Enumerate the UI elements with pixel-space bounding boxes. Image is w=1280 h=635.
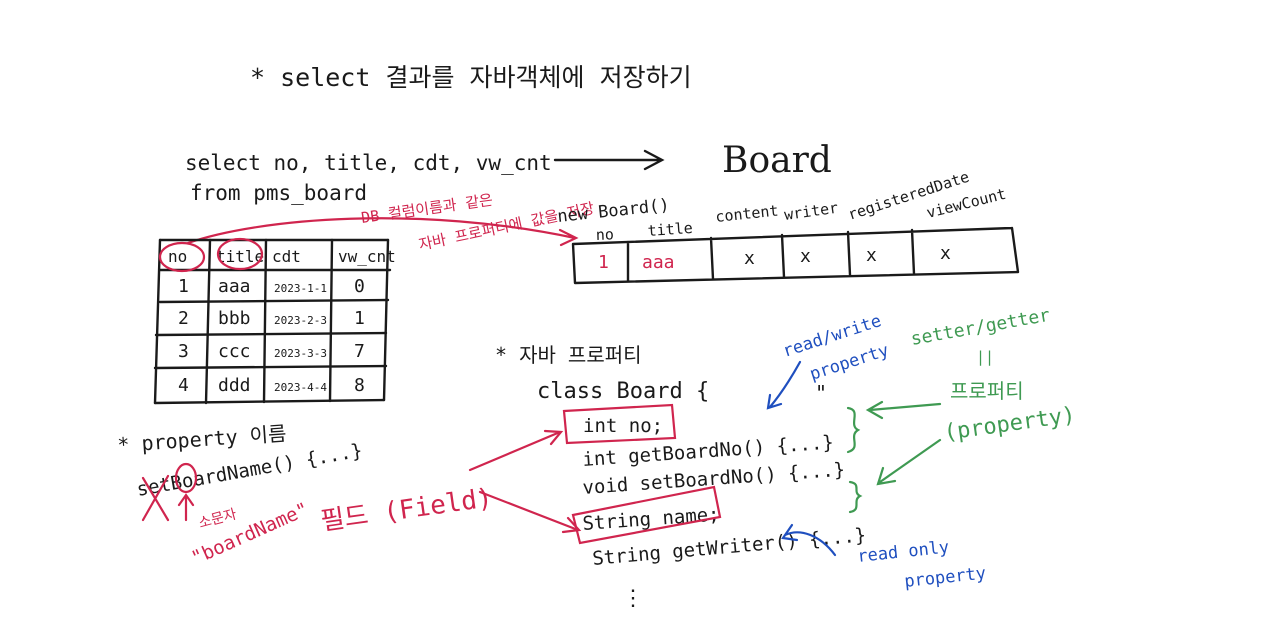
property-name-result: "boardName" bbox=[188, 498, 312, 569]
lowercase-note: 소문자 bbox=[197, 506, 239, 531]
property-name-title: * property 이름 bbox=[117, 421, 288, 457]
read-only-arrow bbox=[781, 523, 837, 557]
db-cell: 2023-4-4 bbox=[274, 381, 327, 394]
code-field-no: int no; bbox=[583, 415, 663, 437]
db-cell: 0 bbox=[354, 276, 365, 297]
java-property-title: * 자바 프로퍼티 bbox=[495, 343, 642, 367]
property-brace-2 bbox=[848, 480, 863, 514]
db-cell: aaa bbox=[218, 276, 251, 297]
board-field-value: 1 bbox=[598, 252, 609, 273]
db-cell: ddd bbox=[218, 375, 251, 396]
db-cell: 3 bbox=[178, 341, 189, 362]
read-only-label: read only bbox=[856, 537, 950, 567]
property-to-brace-arrow-1 bbox=[865, 400, 942, 420]
property-brace-1 bbox=[846, 406, 861, 454]
sql-to-board-arrow bbox=[553, 149, 665, 171]
db-cell: 4 bbox=[178, 375, 189, 396]
db-header-title: title bbox=[216, 247, 264, 266]
board-field-value: aaa bbox=[642, 252, 675, 273]
sql-line-2: from pms_board bbox=[190, 181, 367, 205]
property-kr-label: 프로퍼티 bbox=[950, 379, 1024, 403]
board-field-values: 1 aaa x x x x bbox=[598, 243, 951, 273]
heading: * select 결과를 자바객체에 저장하기 bbox=[250, 63, 692, 92]
board-field-name: title bbox=[647, 219, 693, 240]
field-name-box bbox=[571, 485, 722, 545]
db-cell: ccc bbox=[218, 341, 251, 362]
db-cell: 2023-2-3 bbox=[274, 314, 327, 327]
db-cell: 1 bbox=[354, 308, 365, 329]
field-to-name-arrow bbox=[478, 490, 582, 534]
board-field-value: x bbox=[744, 248, 755, 269]
db-cell: 7 bbox=[354, 341, 365, 362]
board-field-name: no bbox=[596, 225, 615, 244]
db-cell: 2023-3-3 bbox=[274, 347, 327, 360]
board-title: Board bbox=[722, 140, 832, 181]
read-write-arrow bbox=[766, 360, 802, 410]
property-to-brace-arrow-2 bbox=[876, 438, 942, 486]
db-header-no: no bbox=[168, 247, 187, 266]
title-header-circle bbox=[216, 237, 264, 271]
b-circle bbox=[174, 462, 198, 494]
board-field-name: writer bbox=[783, 199, 839, 224]
db-table-cells: no title cdt vw_cnt 1 aaa 2023-1-1 0 2 bbb 2023-2-… bbox=[168, 247, 396, 396]
set-crossout bbox=[141, 474, 170, 522]
db-cell: 8 bbox=[354, 375, 365, 396]
field-to-no-arrow bbox=[468, 429, 564, 472]
field-no-box bbox=[562, 403, 677, 445]
board-field-value: x bbox=[800, 246, 811, 267]
sql-line-1: select no, title, cdt, vw_cnt bbox=[185, 151, 552, 175]
equals-mark: || bbox=[976, 348, 994, 366]
field-label: 필드 (Field) bbox=[319, 483, 495, 537]
db-cell: 1 bbox=[178, 276, 189, 297]
db-header-cdt: cdt bbox=[272, 247, 301, 266]
db-cell: 2023-1-1 bbox=[274, 282, 327, 295]
no-header-circle bbox=[158, 241, 206, 273]
read-only-property-label: property bbox=[903, 564, 987, 592]
db-header-vw_cnt: vw_cnt bbox=[338, 247, 396, 266]
code-ellipsis: ⋮ bbox=[622, 586, 644, 611]
db-cell: bbb bbox=[218, 308, 251, 329]
class-declaration: class Board { bbox=[537, 379, 709, 404]
db-cell: 2 bbox=[178, 308, 189, 329]
board-object-box bbox=[571, 226, 1020, 285]
board-field-name: content bbox=[715, 201, 780, 226]
column-to-property-arrow bbox=[186, 217, 579, 247]
quote-mark: " bbox=[815, 381, 827, 405]
property-paren-label: (property) bbox=[942, 403, 1077, 446]
db-table bbox=[153, 238, 392, 405]
setter-getter-label: setter/getter bbox=[909, 305, 1052, 350]
board-field-value: x bbox=[940, 243, 951, 264]
b-up-arrow bbox=[177, 493, 195, 522]
board-field-value: x bbox=[866, 245, 877, 266]
